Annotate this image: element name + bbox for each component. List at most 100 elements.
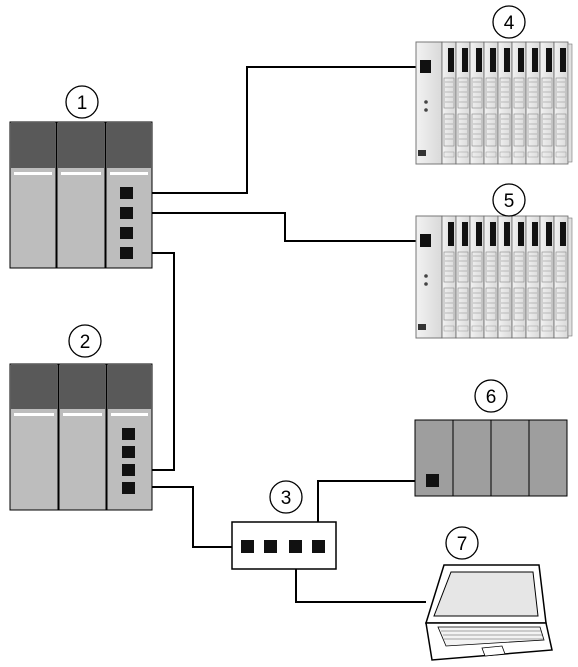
laptop-keyboard: [437, 626, 545, 647]
island5-slice-foot: [457, 325, 469, 332]
remote-rack-6: [414, 419, 568, 497]
island5-slice-foot: [471, 325, 483, 332]
island4-slice-label-window: [485, 77, 497, 109]
island5-slice-connector: [443, 287, 455, 321]
plc2-port-4: [122, 482, 135, 494]
island5-slice-terminal: [560, 222, 566, 246]
island5-slice-terminal: [546, 222, 552, 246]
island4-slice-label-window: [457, 77, 469, 109]
callout-5: 5: [492, 183, 526, 217]
island4-slice-6: [511, 41, 527, 165]
callout-4-label: 4: [504, 13, 515, 34]
plc-rack-2: [9, 363, 153, 511]
island4-slice-8: [539, 41, 555, 165]
island4-slice-foot: [499, 151, 511, 158]
island5-slice-foot: [555, 325, 567, 332]
plc1-stripe-3: [110, 172, 148, 175]
island5-slice-terminal: [504, 222, 510, 246]
island4-slice-terminal: [546, 48, 552, 72]
plc2-stripe-3: [111, 413, 148, 416]
island5-bottom-port: [418, 324, 426, 330]
island5-slice-terminal: [490, 222, 496, 246]
plc1-port-1: [120, 187, 133, 199]
island4-slice-connector: [471, 113, 483, 147]
island4-slice-connector: [485, 113, 497, 147]
island5-slice-terminal: [462, 222, 468, 246]
island5-slice-label-window: [485, 251, 497, 283]
cable-plc2-to-switch3: [134, 486, 247, 548]
island4-slice-terminal: [448, 48, 454, 72]
plc2-port-3: [122, 464, 135, 476]
island4-slice-foot: [457, 151, 469, 158]
island5-slice-connector: [499, 287, 511, 321]
plc2-port-2: [122, 446, 135, 458]
island5-slice-label-window: [513, 251, 525, 283]
island4-bottom-port: [418, 150, 426, 156]
island4-slice-terminal: [490, 48, 496, 72]
laptop-touchpad: [481, 645, 506, 657]
plc2-stripe-2: [63, 413, 102, 416]
rack6-port: [426, 474, 439, 487]
switch3-port-2: [264, 540, 277, 553]
callout-1-label: 1: [77, 93, 88, 114]
cable-plc1-to-plc2: [134, 252, 175, 471]
island5-slice-foot: [499, 325, 511, 332]
island5-led-2: [424, 282, 428, 286]
island5-slice-connector: [485, 287, 497, 321]
island5-slices: [441, 215, 573, 339]
island4-ethernet-port: [420, 60, 431, 73]
plc2-port-1: [122, 428, 135, 440]
island4-slice-label-window: [499, 77, 511, 109]
island5-slice-5: [497, 215, 513, 339]
plc1-port-4: [120, 247, 133, 259]
island4-slice-foot: [527, 151, 539, 158]
callout-5-label: 5: [504, 191, 515, 212]
plc1-stripe-1: [14, 172, 52, 175]
island5-slice-foot: [541, 325, 553, 332]
callout-3-label: 3: [281, 488, 292, 509]
island5-slice-2: [455, 215, 471, 339]
plc2-stripe-1: [14, 413, 54, 416]
island4-led-1: [424, 100, 428, 104]
island5-slice-terminal: [518, 222, 524, 246]
island5-slice-label-window: [457, 251, 469, 283]
cable-plc1-to-island5: [134, 212, 418, 242]
island4-slice-connector: [457, 113, 469, 147]
island5-slice-3: [469, 215, 485, 339]
island4-slice-connector: [443, 113, 455, 147]
island5-slice-foot: [443, 325, 455, 332]
callout-6-label: 6: [486, 387, 497, 408]
callouts: 1 2 3 4 5 6 7: [65, 5, 526, 560]
cable-plc1-to-island4: [134, 66, 418, 194]
laptop-7: [424, 564, 553, 661]
island4-slice-connector: [527, 113, 539, 147]
callout-2-label: 2: [80, 332, 91, 353]
island4-slice-4: [483, 41, 499, 165]
plc1-stripe-2: [61, 172, 101, 175]
island4-slices: [441, 41, 573, 165]
plc1-header-3: [107, 123, 151, 168]
plc-rack-1: [9, 121, 153, 269]
island5-slice-terminal: [532, 222, 538, 246]
island4-slice-foot: [513, 151, 525, 158]
island4-slice-1: [441, 41, 457, 165]
island4-slice-label-window: [443, 77, 455, 109]
island4-slice-label-window: [527, 77, 539, 109]
island4-slice-terminal: [476, 48, 482, 72]
island5-slice-foot: [485, 325, 497, 332]
rack6-module-2: [452, 419, 492, 497]
plc1-header-2: [58, 123, 104, 168]
island5-slice-7: [525, 215, 541, 339]
island5-slice-label-window: [541, 251, 553, 283]
laptop-screen: [433, 571, 539, 617]
island4-slice-connector: [499, 113, 511, 147]
island5-slice-terminal: [448, 222, 454, 246]
island4-end-plate: [567, 43, 573, 163]
island4-slice-terminal: [560, 48, 566, 72]
island4-slice-foot: [541, 151, 553, 158]
island4-slice-connector: [541, 113, 553, 147]
island5-led-1: [424, 274, 428, 278]
io-island-5: [415, 215, 573, 339]
island4-slice-terminal: [504, 48, 510, 72]
